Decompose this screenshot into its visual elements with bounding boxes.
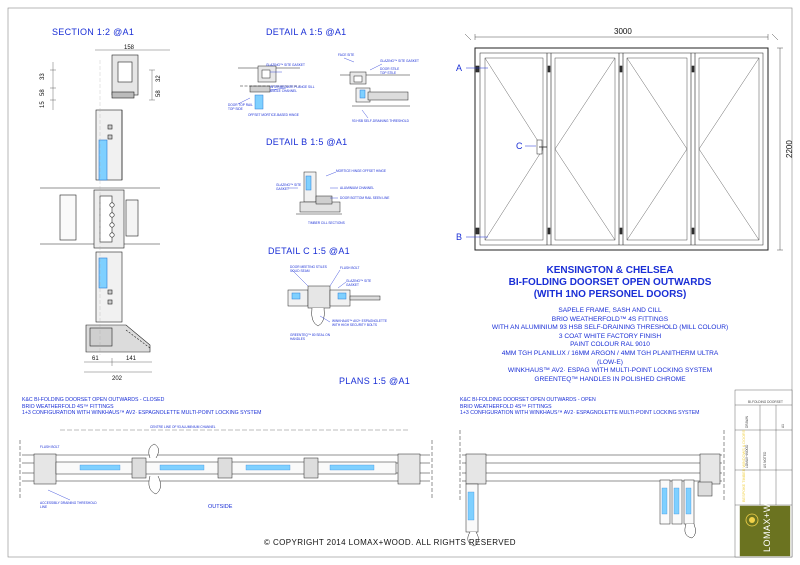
plan-closed-drawing [19, 429, 433, 501]
title-block-field: AS NOTED [763, 451, 767, 468]
section-marker-c: C [516, 141, 523, 151]
detail-a-title: DETAIL A 1:5 @A1 [266, 27, 347, 37]
plan-note-line: K&C BI-FOLDING DOORSET OPEN OUTWARDS - O… [460, 397, 596, 403]
title-block-field: BI-FOLDING DOORSET [748, 400, 783, 404]
detail-a-annotation: OFFSET MORTICE-BASED HINGE [248, 113, 299, 117]
plan-note-line: BRIO WEATHERFOLD 4S™ FITTINGS [460, 403, 552, 410]
section-dim-left-c: 15 [40, 101, 46, 108]
detail-b-annotation: ALUMINIUM CHANNEL [340, 186, 374, 190]
detail-a-annotation: ANGLE CHANNEL [270, 89, 297, 93]
detail-c-annotation: SOLID SEAM [290, 269, 310, 273]
detail-c-drawing [287, 269, 381, 327]
detail-b-annotation: GASKET [276, 187, 289, 191]
title-block-field: DRAWN [745, 415, 749, 428]
project-title: KENSINGTON & CHELSEA BI-FOLDING DOORSET … [440, 265, 780, 301]
detail-b-annotation: MORTICE HINGE OFFSET HINGE [336, 169, 386, 173]
plan-note-line: K&C BI-FOLDING DOORSET OPEN OUTWARDS - C… [22, 397, 165, 403]
detail-c-annotation: HANDLES [290, 337, 305, 341]
plan-note-line: 1+3 CONFIGURATION WITH WINKHAUS™ AV2· ES… [22, 410, 262, 417]
section-title: SECTION 1:2 @A1 [52, 27, 135, 37]
section-dim-bottom-b: 141 [126, 356, 137, 362]
detail-b-annotation: TIMBER CILL SECTIONS [308, 221, 345, 225]
detail-a-drawing [237, 57, 410, 119]
detail-b-annotation: DOOR BOTTOM RAIL SEEN LINE [340, 196, 389, 200]
detail-a-annotation: FACE SITE [338, 53, 354, 57]
project-title-line: (WITH 1NO PERSONEL DOORS) [533, 289, 687, 300]
section-marker-b: B [456, 232, 462, 242]
detail-a-annotation: GLAZING™ SITE GASKET [266, 63, 305, 67]
spec-line: 4MM TGH PLANILUX / 16MM ARGON / 4MM TGH … [501, 349, 719, 357]
detail-c-annotation: DOOR MEETING STILES [290, 265, 327, 269]
spec-line: PAINT COLOUR RAL 9010 [570, 341, 650, 349]
plan-annotation: LINE [40, 505, 47, 509]
outside-label: OUTSIDE [208, 504, 233, 510]
title-block-field: A1 [781, 424, 785, 428]
plan-annotation: ACCESSIBLY DRAINING THRESHOLD [40, 501, 97, 505]
copyright-notice: © COPYRIGHT 2014 LOMAX+WOOD. ALL RIGHTS … [264, 538, 516, 547]
title-block [734, 389, 793, 558]
detail-a-annotation: DOOR TOP RAIL [228, 103, 253, 107]
section-dim-left-a: 33 [40, 73, 46, 80]
spec-line: GREENTEQ™ HANDLES IN POLISHED CHROME [534, 375, 686, 383]
spec-line: BRIO WEATHERFOLD™ 4S FITTINGS [551, 315, 669, 323]
detail-a-annotation: INTERMEDIATE FLANGE SILL [270, 85, 315, 89]
detail-b-title: DETAIL B 1:5 @A1 [266, 137, 348, 147]
detail-a-annotation: DOOR STILE [380, 67, 399, 71]
section-dim-top: 158 [124, 45, 135, 51]
plan-note-line: BRIO WEATHERFOLD 4S™ FITTINGS [22, 403, 114, 410]
spec-line: (LOW-E) [597, 358, 623, 366]
detail-b-annotation: GLAZING™ SITE [276, 183, 301, 187]
detail-c-annotation: WINKHAUS™ AV2+ ESPAGNOLETTE [332, 319, 387, 323]
vertical-section [40, 49, 170, 373]
spec-line: WINKHAUS™ AV2· ESPAG WITH MULTI-POINT LO… [507, 367, 713, 375]
specification: SAPELE FRAME, SASH AND CILL BRIO WEATHER… [440, 307, 780, 384]
elevation-width-dim: 3000 [614, 27, 632, 36]
detail-c-annotation: FLUSH BOLT [340, 266, 359, 270]
section-marker-a: A [456, 63, 462, 73]
plans-title: PLANS 1:5 @A1 [339, 376, 411, 386]
sheet-border [7, 7, 793, 558]
detail-a-annotation: GLAZING™ SITE GASKET [380, 59, 419, 63]
logo-tagline: BESPOKE TIMBER WINDOWS & DOORS [742, 429, 746, 502]
detail-a-annotation: TOP STILE [380, 71, 396, 75]
title-block-field: LOMAX+WOOD [745, 444, 749, 468]
plan-open-drawing [459, 430, 725, 547]
spec-line: 3 COAT WHITE FACTORY FINISH [558, 332, 662, 340]
detail-a-annotation: TOP SIDE [228, 107, 243, 111]
detail-c-annotation: GLAZING™ SITE [346, 279, 371, 283]
elevation-drawing [464, 33, 783, 251]
section-dim-bottom-a: 61 [92, 356, 99, 362]
plan-annotation: CENTRE LINE OF 93 ALUMINIUM CHANNEL [150, 425, 216, 429]
section-dim-left-b: 58 [40, 89, 46, 96]
project-title-line: KENSINGTON & CHELSEA [546, 265, 674, 276]
elevation-height-dim: 2200 [785, 140, 794, 158]
detail-c-title: DETAIL C 1:5 @A1 [268, 246, 350, 256]
detail-c-annotation: WITH HIGH SECURITY BOLTS [332, 323, 377, 327]
section-dim-right-b: 58 [156, 90, 162, 97]
project-title-line: BI-FOLDING DOORSET OPEN OUTWARDS [508, 277, 712, 288]
section-dim-right-a: 32 [156, 75, 162, 82]
logo-mark [745, 513, 759, 527]
plan-closed-notes: K&C BI-FOLDING DOORSET OPEN OUTWARDS - C… [22, 397, 261, 417]
detail-b-drawing [288, 171, 342, 215]
plan-note-line: 1+3 CONFIGURATION WITH WINKHAUS™ AV2· ES… [460, 410, 700, 417]
detail-a-annotation: 93 HSB SELF-DRAINING THRESHOLD [352, 119, 410, 123]
section-dim-bottom-c: 202 [112, 376, 123, 382]
plan-open-notes: K&C BI-FOLDING DOORSET OPEN OUTWARDS - O… [460, 397, 699, 417]
spec-line: WITH AN ALUMINIUM 93 HSB SELF-DRAINING T… [491, 324, 729, 332]
detail-c-annotation: GREENTEQ™ 80 SEAL ON [290, 333, 331, 337]
detail-c-annotation: GASKET [346, 283, 359, 287]
plan-annotation: FLUSH BOLT [40, 445, 59, 449]
logo-brand: LOMAX+WOOD [762, 481, 772, 552]
spec-line: SAPELE FRAME, SASH AND CILL [558, 307, 662, 314]
